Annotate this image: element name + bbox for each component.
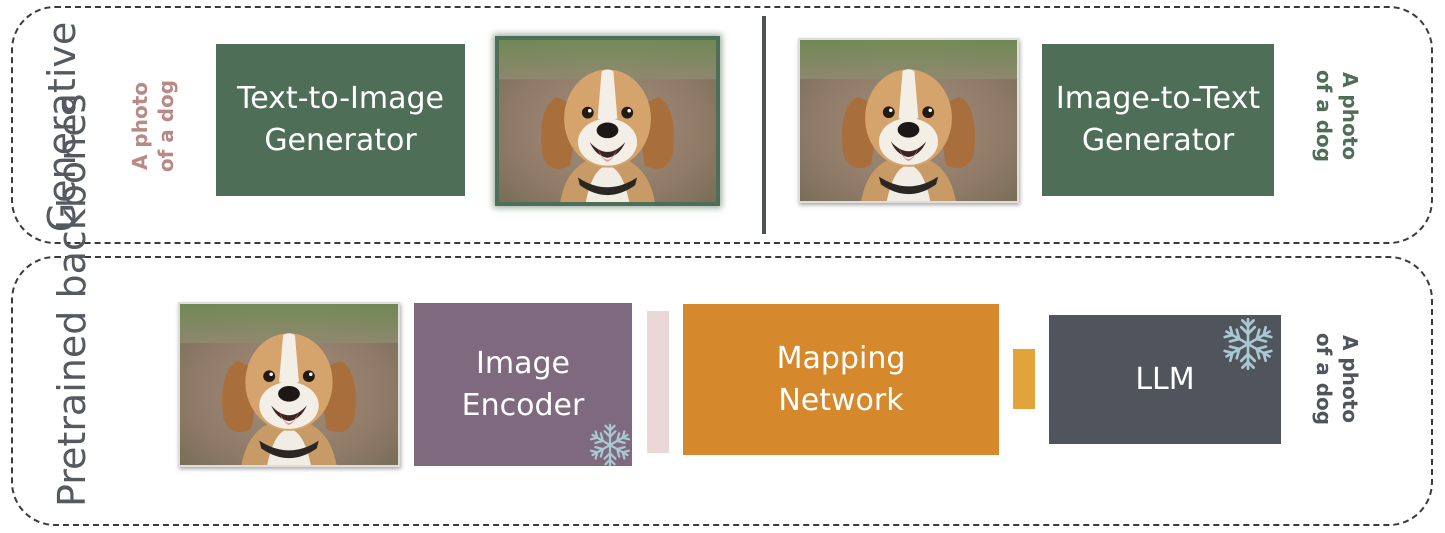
text-to-image-label: Text-to-Image Generator bbox=[237, 81, 444, 158]
image-to-text-generator: Image-to-Text Generator bbox=[1042, 44, 1274, 196]
input-dog-photo-bottom bbox=[178, 302, 400, 467]
mapping-network: Mapping Network bbox=[683, 304, 999, 455]
caption-text-top: A photo of a dog bbox=[1312, 69, 1362, 163]
pretrained-backbones-panel bbox=[11, 256, 1433, 526]
mapping-network-label: Mapping Network bbox=[776, 340, 906, 418]
llm-label: LLM bbox=[1135, 361, 1195, 397]
generated-dog-photo bbox=[495, 36, 720, 206]
generative-divider bbox=[762, 16, 766, 234]
prompt-text-left: A photo of a dog bbox=[128, 79, 178, 173]
image-to-text-label: Image-to-Text Generator bbox=[1055, 81, 1261, 158]
image-encoder: Image Encoder bbox=[414, 303, 632, 466]
image-encoder-label: Image Encoder bbox=[461, 345, 585, 423]
mapping-output-token bbox=[1013, 349, 1035, 409]
pretrained-section-label: Pretrained backbones bbox=[50, 93, 94, 507]
input-dog-photo-top bbox=[798, 38, 1019, 203]
llm: LLM bbox=[1049, 315, 1281, 444]
encoder-output-token bbox=[647, 311, 669, 453]
generative-panel bbox=[11, 6, 1433, 244]
snowflake-icon bbox=[588, 423, 632, 467]
text-to-image-generator: Text-to-Image Generator bbox=[216, 44, 465, 196]
caption-text-bottom: A photo of a dog bbox=[1312, 332, 1362, 426]
snowflake-icon bbox=[1221, 317, 1275, 371]
